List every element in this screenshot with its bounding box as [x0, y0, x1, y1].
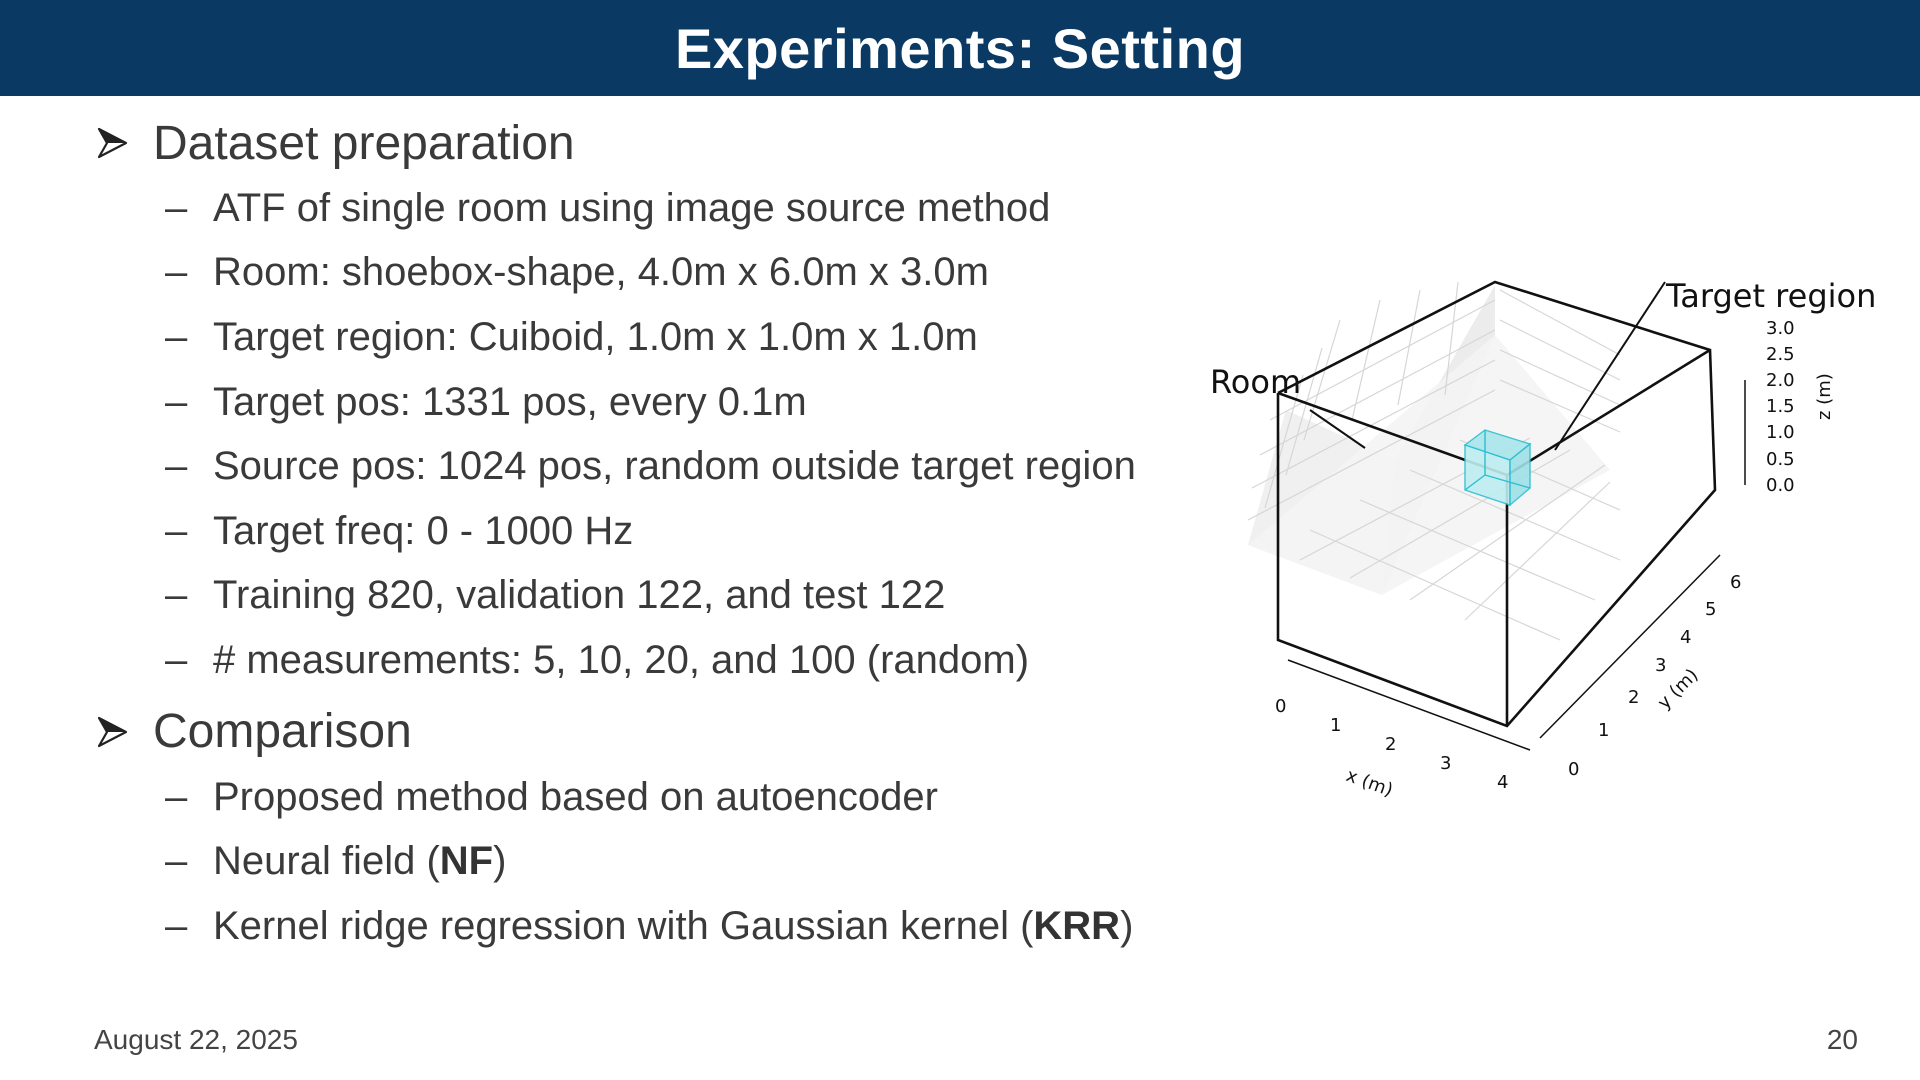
y-tick-label: 0: [1568, 759, 1579, 780]
slide-content: Dataset preparation –ATF of single room …: [95, 110, 1195, 965]
list-item: –Source pos: 1024 pos, random outside ta…: [95, 434, 1195, 499]
section-comparison: Comparison –Proposed method based on aut…: [95, 699, 1195, 959]
footer-date: August 22, 2025: [94, 1024, 298, 1055]
z-tick-label: 3.0: [1766, 318, 1795, 339]
z-tick-label: 0.0: [1766, 475, 1795, 496]
dash-bullet-icon: –: [165, 379, 188, 424]
arrowhead-bullet-icon: [97, 716, 128, 747]
bullet-list: –Proposed method based on autoencoder –N…: [95, 765, 1195, 959]
target-region-annotation: Target region: [1665, 277, 1876, 315]
dash-bullet-icon: –: [165, 774, 188, 819]
z-tick-label: 1.5: [1766, 396, 1795, 417]
list-item: –# measurements: 5, 10, 20, and 100 (ran…: [95, 628, 1195, 693]
list-item-text: Target freq: 0 - 1000 Hz: [213, 508, 634, 553]
y-tick-label: 6: [1730, 572, 1741, 593]
x-tick-label: 0: [1275, 696, 1286, 717]
dash-bullet-icon: –: [165, 573, 188, 618]
slide-header: Experiments: Setting: [0, 0, 1920, 96]
abbreviation-krr: KRR: [1033, 903, 1121, 948]
y-tick-label: 5: [1705, 599, 1716, 620]
y-tick-label: 1: [1598, 720, 1609, 741]
x-tick-label: 1: [1330, 715, 1341, 736]
dash-bullet-icon: –: [165, 250, 188, 295]
list-item: –Room: shoebox-shape, 4.0m x 6.0m x 3.0m: [95, 241, 1195, 306]
list-item: –Target pos: 1331 pos, every 0.1m: [95, 370, 1195, 435]
page-number: 20: [1826, 1024, 1858, 1055]
dash-bullet-icon: –: [165, 903, 188, 948]
abbreviation-nf: NF: [439, 839, 494, 884]
list-item-text: Target region: Cuiboid, 1.0m x 1.0m x 1.…: [213, 314, 978, 359]
dash-bullet-icon: –: [165, 185, 188, 230]
list-item-text: Neural field (NF): [213, 839, 507, 884]
z-tick-label: 0.5: [1766, 449, 1795, 470]
list-item-text: Source pos: 1024 pos, random outside tar…: [213, 444, 1136, 489]
room-annotation: Room: [1210, 363, 1301, 401]
slide-title: Experiments: Setting: [674, 16, 1246, 80]
z-axis-label: z (m): [1814, 373, 1835, 420]
list-item-text: Target pos: 1331 pos, every 0.1m: [213, 379, 807, 424]
list-item: –ATF of single room using image source m…: [95, 176, 1195, 241]
list-item: –Proposed method based on autoencoder: [95, 765, 1195, 830]
room-3d-plot: Room Target region 0 1 2 3 4 x (m) 0 1 2…: [1210, 277, 1876, 801]
arrowhead-bullet-icon: [97, 127, 128, 159]
list-item-text: ATF of single room using image source me…: [213, 185, 1051, 230]
z-tick-label: 1.0: [1766, 422, 1795, 443]
list-item-text: Proposed method based on autoencoder: [213, 774, 938, 819]
list-item: –Kernel ridge regression with Gaussian k…: [95, 894, 1195, 959]
dash-bullet-icon: –: [165, 508, 188, 553]
dash-bullet-icon: –: [165, 314, 188, 359]
x-tick-label: 2: [1385, 734, 1396, 755]
bullet-list: –ATF of single room using image source m…: [95, 176, 1195, 693]
room-3d-figure: Room Target region 0 1 2 3 4 x (m) 0 1 2…: [1200, 260, 1880, 820]
dash-bullet-icon: –: [165, 444, 188, 489]
y-tick-label: 2: [1628, 687, 1639, 708]
list-item-text: Room: shoebox-shape, 4.0m x 6.0m x 3.0m: [213, 250, 989, 295]
x-axis-label: x (m): [1343, 765, 1395, 801]
list-item: –Target freq: 0 - 1000 Hz: [95, 499, 1195, 564]
dash-bullet-icon: –: [165, 839, 188, 884]
section-heading: Dataset preparation: [95, 110, 1195, 176]
x-tick-label: 4: [1497, 772, 1508, 793]
section-title: Comparison: [153, 705, 412, 759]
section-heading: Comparison: [95, 699, 1195, 765]
list-item-text: Kernel ridge regression with Gaussian ke…: [213, 903, 1134, 948]
y-tick-label: 3: [1655, 655, 1666, 676]
z-tick-label: 2.0: [1766, 370, 1795, 391]
section-dataset-preparation: Dataset preparation –ATF of single room …: [95, 110, 1195, 693]
z-tick-label: 2.5: [1766, 344, 1795, 365]
section-title: Dataset preparation: [153, 116, 575, 170]
list-item: –Target region: Cuiboid, 1.0m x 1.0m x 1…: [95, 305, 1195, 370]
list-item-text: Training 820, validation 122, and test 1…: [213, 573, 946, 618]
list-item: –Training 820, validation 122, and test …: [95, 564, 1195, 629]
dash-bullet-icon: –: [165, 637, 188, 682]
y-tick-label: 4: [1680, 627, 1691, 648]
x-tick-label: 3: [1440, 753, 1451, 774]
list-item: –Neural field (NF): [95, 829, 1195, 894]
list-item-text: # measurements: 5, 10, 20, and 100 (rand…: [213, 637, 1030, 682]
